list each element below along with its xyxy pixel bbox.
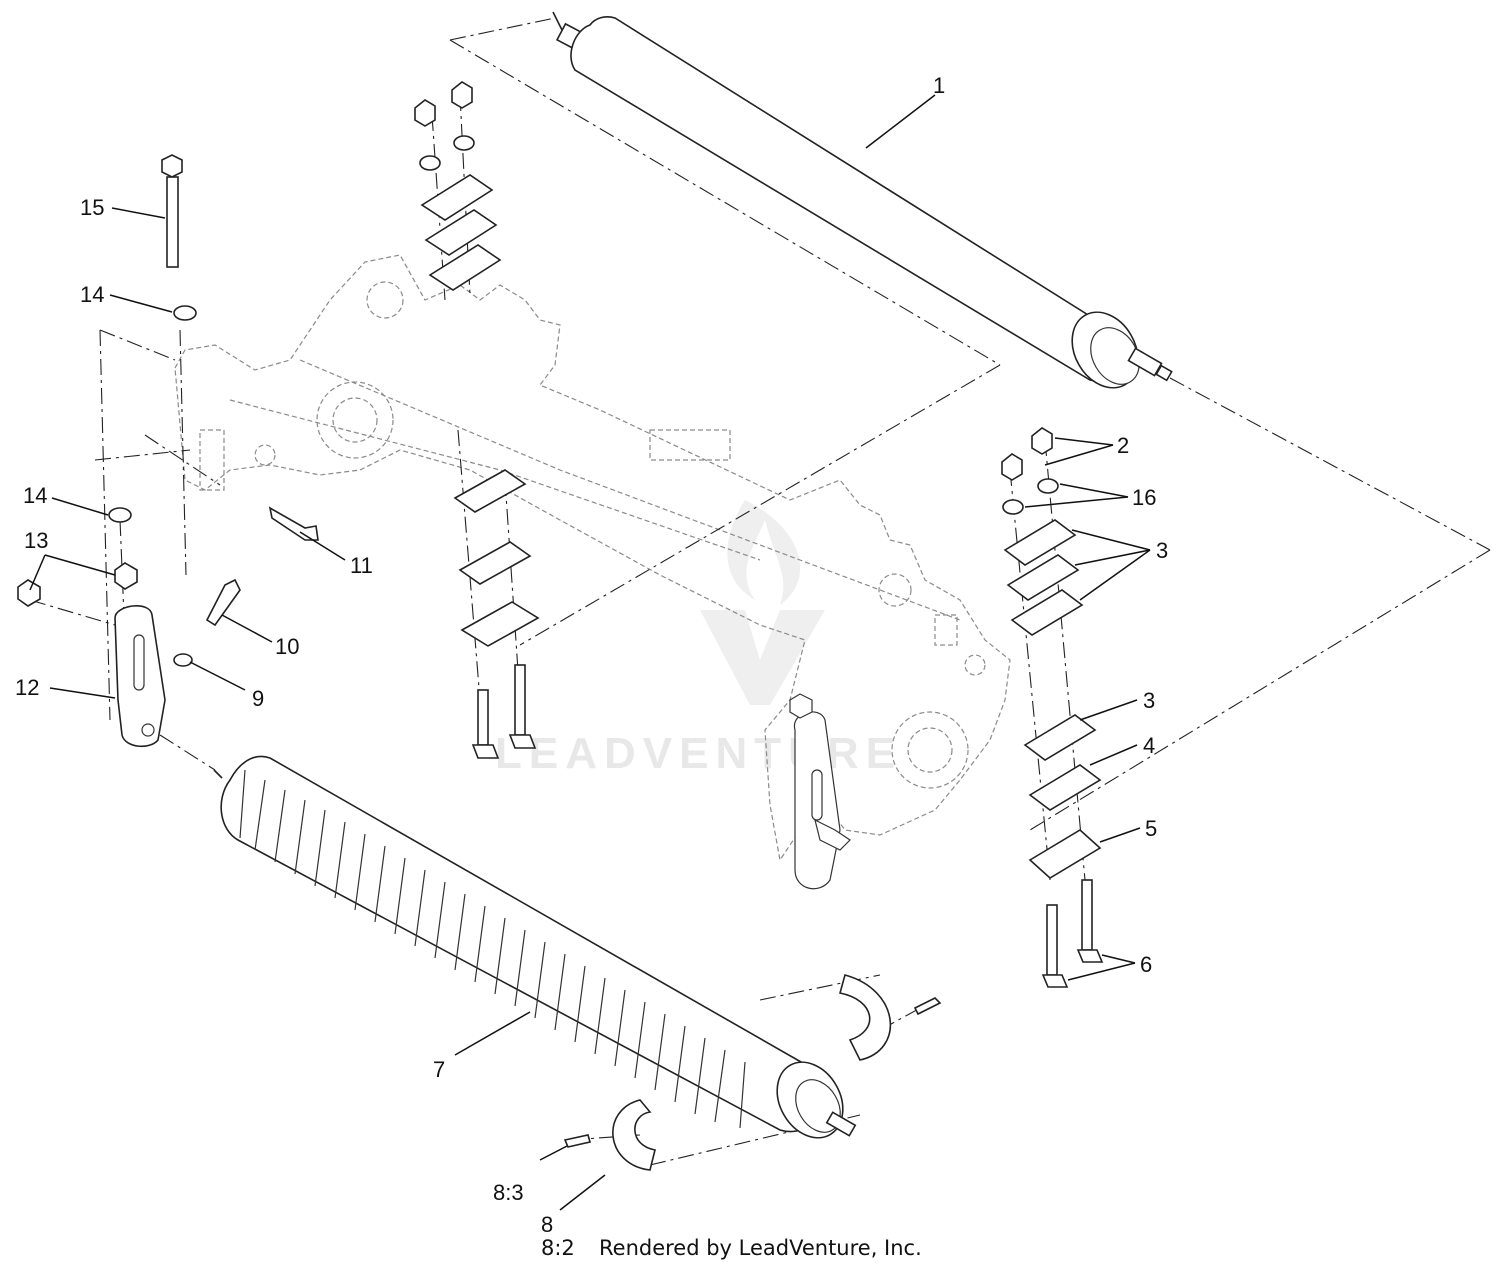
footer-credit: Rendered by LeadVenture, Inc.	[599, 1236, 922, 1260]
pin-10	[205, 578, 241, 627]
footer: 8:2 Rendered by LeadVenture, Inc.	[541, 1236, 922, 1260]
flange-nut-far-left	[17, 579, 41, 607]
callout-11: 11	[350, 553, 373, 578]
pin-11	[268, 506, 319, 541]
callout-9: 9	[252, 686, 264, 711]
callout-3-lower: 3	[1143, 688, 1155, 713]
assembly-lines	[29, 17, 1491, 1166]
shim-lower	[1023, 714, 1097, 761]
callouts: 1 2 16 3 3 4 5 6 7 8:3 8 9 10 11 12 13 1…	[15, 73, 1168, 1237]
flange-nut-a	[1001, 453, 1023, 481]
shim-c	[1010, 589, 1084, 636]
roller-collar-halves	[563, 974, 942, 1171]
leader-lines	[29, 94, 1151, 1211]
collar-screw-lower	[563, 1134, 592, 1148]
callout-5: 5	[1145, 816, 1157, 841]
washer-a	[1002, 499, 1024, 515]
callout-10: 10	[275, 634, 299, 659]
footer-ref: 8:2	[541, 1236, 575, 1260]
watermark: LEADVENTURE	[495, 500, 902, 778]
bolt-b	[1081, 879, 1093, 951]
clamp-block	[1028, 829, 1102, 879]
center-clamp-stack	[453, 469, 540, 759]
lock-washer-9	[173, 653, 193, 667]
left-bracket-assembly	[17, 154, 319, 748]
shim-a	[1003, 519, 1077, 566]
callout-7: 7	[433, 1057, 445, 1082]
callout-13: 13	[24, 528, 48, 553]
callout-16: 16	[1132, 485, 1156, 510]
shim-b	[1006, 554, 1080, 601]
callout-14-upper: 14	[80, 282, 104, 307]
callout-6: 6	[1140, 952, 1152, 977]
washer-top	[173, 305, 197, 321]
collar-screw-upper	[913, 997, 942, 1016]
callout-8: 8	[541, 1212, 553, 1237]
upper-left-shim-stack	[414, 81, 502, 291]
bolt-shank	[166, 176, 179, 268]
collar-upper	[838, 974, 892, 1061]
bolt-a	[1046, 904, 1058, 976]
flange-nut-left	[114, 562, 138, 590]
collar-lower	[612, 1099, 656, 1171]
callout-15: 15	[80, 195, 104, 220]
right-height-bracket	[789, 693, 851, 890]
callout-3-upper: 3	[1156, 538, 1168, 563]
flange-nut-b	[1031, 427, 1053, 455]
callout-2: 2	[1117, 433, 1129, 458]
front-roller	[552, 11, 1173, 389]
washer-b	[1037, 478, 1059, 494]
lower-right-clamp-stack	[1023, 714, 1104, 988]
frame-ghost	[174, 254, 1011, 862]
callout-12: 12	[15, 675, 39, 700]
spacer-plate	[1028, 764, 1102, 811]
callout-4: 4	[1143, 733, 1155, 758]
washer-bottom	[108, 507, 132, 523]
callout-1: 1	[933, 73, 945, 98]
bolt-head	[161, 154, 183, 178]
callout-8-3: 8:3	[493, 1180, 524, 1205]
callout-14-lower: 14	[23, 483, 47, 508]
upper-right-shim-stack	[1001, 427, 1084, 636]
watermark-text: LEADVENTURE	[495, 729, 902, 778]
rear-grooved-roller	[213, 755, 857, 1139]
